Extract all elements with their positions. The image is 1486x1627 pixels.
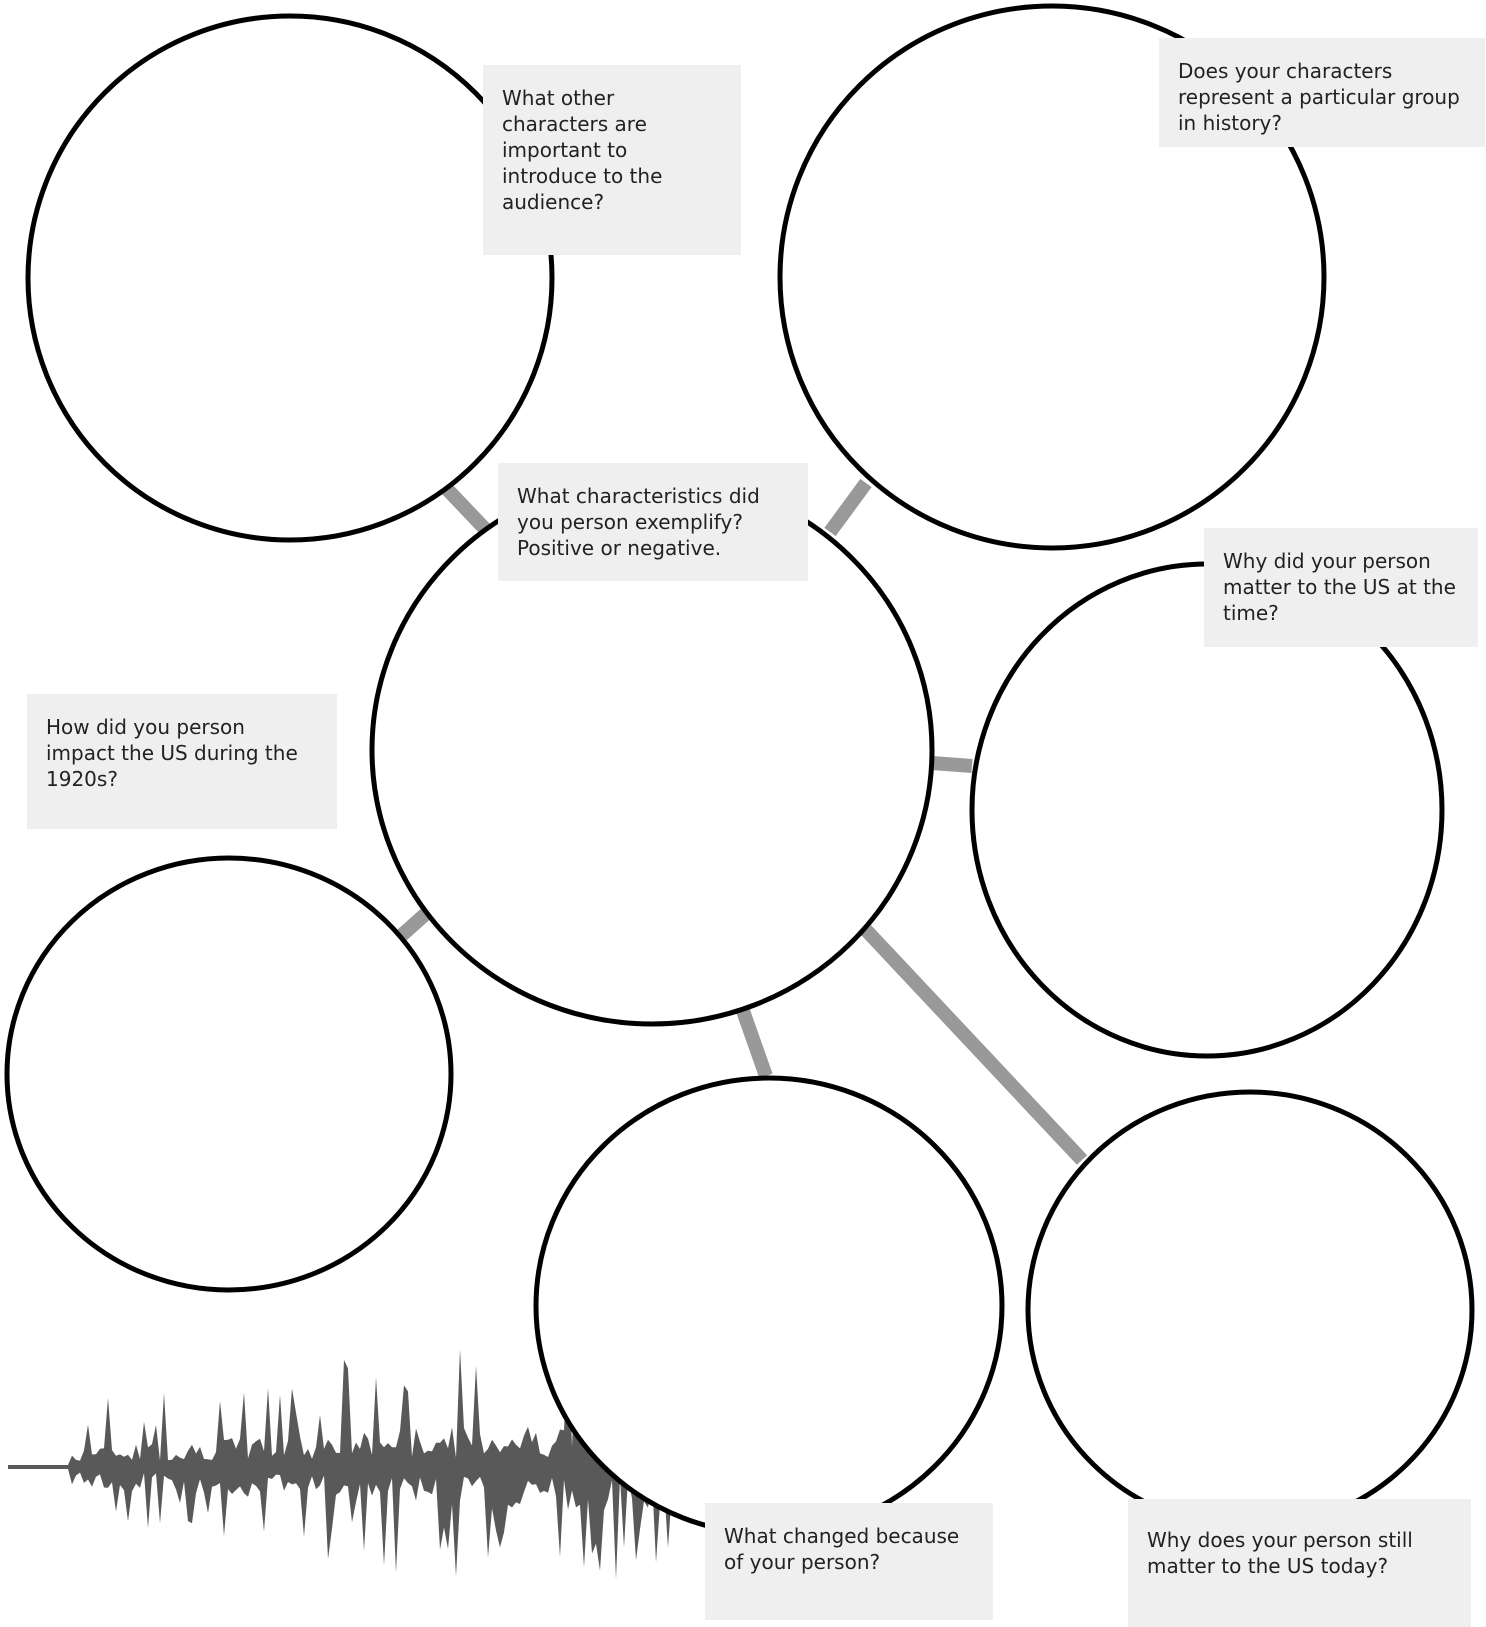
connector-bottom-right: [860, 925, 1088, 1165]
prompt-matter-at-time: Why did your person matter to the US at …: [1204, 528, 1478, 647]
prompt-characteristics-text: What characteristics did you person exem…: [517, 484, 760, 560]
prompt-impact-1920s-text: How did you person impact the US during …: [46, 715, 298, 791]
prompt-group-in-history-text: Does your characters represent a particu…: [1178, 59, 1460, 135]
prompt-what-changed-text: What changed because of your person?: [724, 1524, 960, 1574]
prompt-characteristics: What characteristics did you person exem…: [498, 463, 808, 581]
prompt-group-in-history: Does your characters represent a particu…: [1159, 38, 1485, 147]
prompt-impact-1920s: How did you person impact the US during …: [27, 694, 337, 829]
circle-bottom-right[interactable]: [1025, 1089, 1475, 1531]
prompt-other-characters-text: What other characters are important to i…: [502, 86, 663, 214]
connector-top-right: [824, 478, 872, 537]
prompt-what-changed: What changed because of your person?: [705, 1503, 993, 1620]
sound-waveform-decoration: [8, 1335, 700, 1580]
connector-bottom: [735, 1005, 773, 1079]
prompt-matter-today-text: Why does your person still matter to the…: [1147, 1528, 1413, 1578]
prompt-matter-at-time-text: Why did your person matter to the US at …: [1223, 549, 1456, 625]
connector-right: [931, 756, 973, 773]
circle-left[interactable]: [4, 855, 454, 1293]
circle-bottom[interactable]: [533, 1075, 1005, 1537]
connector-top-left: [440, 483, 492, 535]
prompt-matter-today: Why does your person still matter to the…: [1128, 1499, 1471, 1627]
prompt-other-characters: What other characters are important to i…: [483, 65, 741, 255]
circle-top-left[interactable]: [25, 13, 555, 543]
